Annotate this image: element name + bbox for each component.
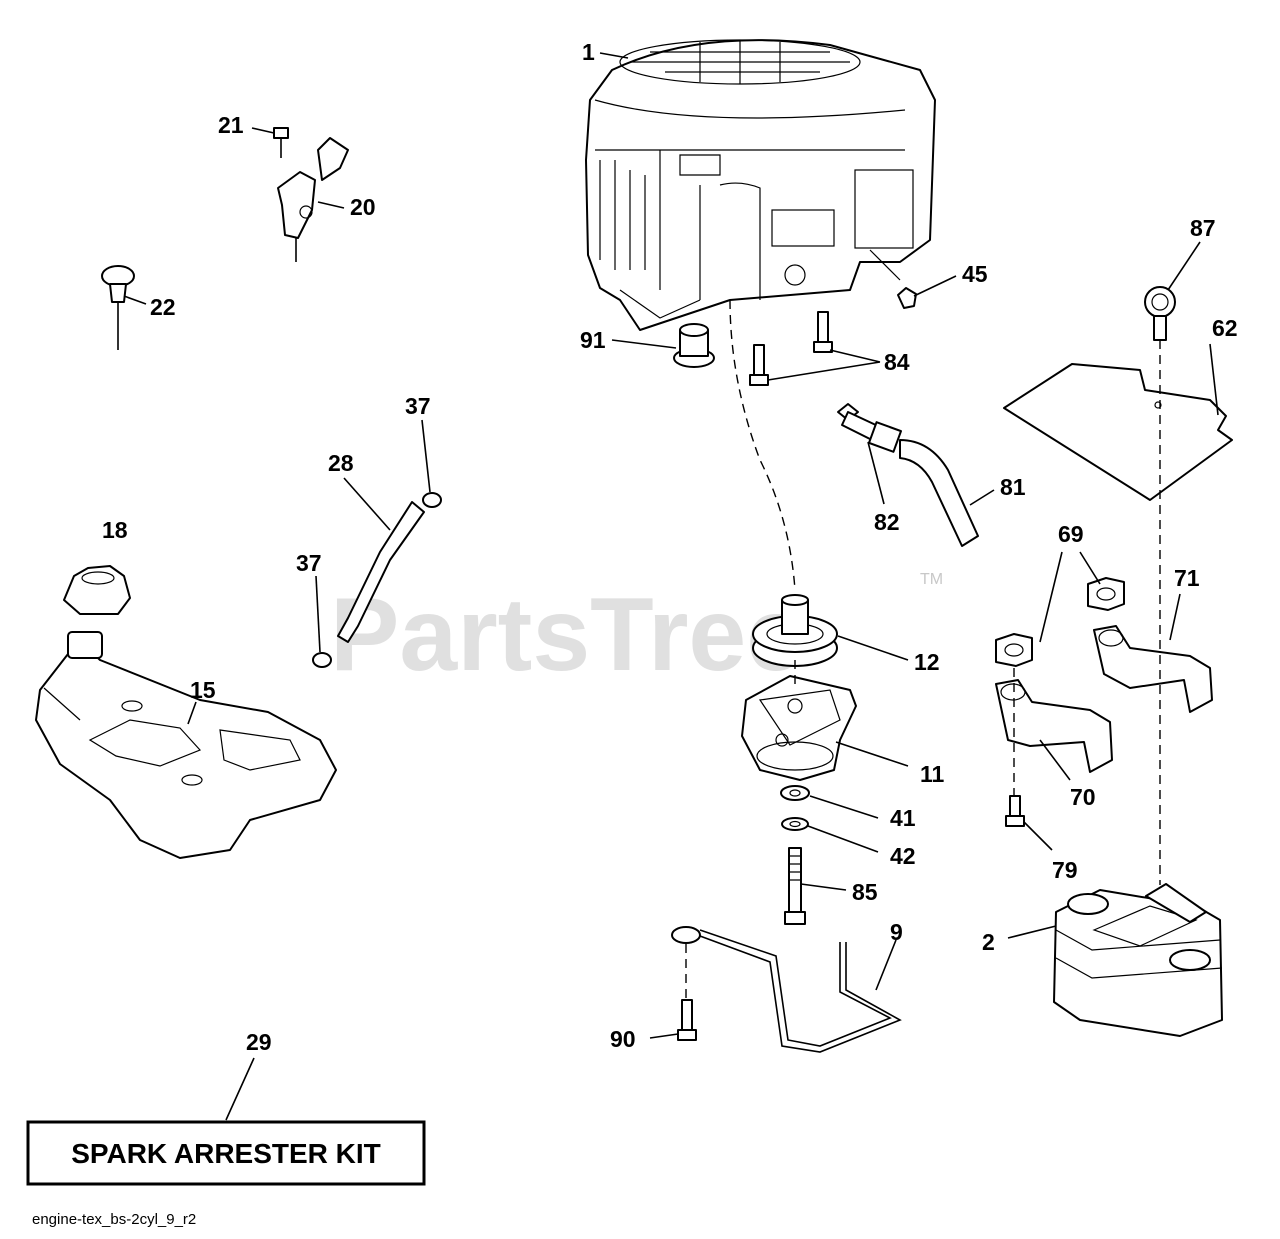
- callout-69: 69: [1058, 521, 1084, 547]
- engine-part-1[interactable]: [585, 39, 936, 331]
- throttle-control-part-20[interactable]: [277, 137, 349, 262]
- callout-12: 12: [914, 649, 940, 675]
- callout-9: 9: [890, 919, 903, 945]
- callout-79: 79: [1052, 857, 1078, 883]
- callout-71: 71: [1174, 565, 1200, 591]
- spark-arrester-kit-box[interactable]: SPARK ARRESTER KIT: [26, 1120, 426, 1186]
- lock-washer-part-42[interactable]: [781, 817, 809, 831]
- screw-part-87[interactable]: [1144, 286, 1176, 341]
- fuel-line-part-28[interactable]: [337, 501, 425, 643]
- callout-22: 22: [150, 294, 176, 320]
- bushing-part-91[interactable]: [673, 323, 715, 368]
- callout-28: 28: [328, 450, 354, 476]
- pulley-part-12[interactable]: [752, 594, 838, 667]
- heat-shield-part-62[interactable]: [1003, 363, 1233, 501]
- rod-part-9[interactable]: [671, 926, 902, 1053]
- callout-84: 84: [884, 349, 910, 375]
- callout-45: 45: [962, 261, 988, 287]
- leader-lines: [123, 52, 1219, 1121]
- watermark-trademark: TM: [920, 571, 943, 588]
- bolts-part-84[interactable]: [749, 311, 833, 386]
- spark-plug-wire-part-81[interactable]: [899, 439, 979, 547]
- nut-part-45[interactable]: [897, 287, 917, 309]
- muffler-part-2[interactable]: [1053, 883, 1223, 1037]
- gasket-part-69-lower[interactable]: [995, 633, 1033, 667]
- bolt-part-90[interactable]: [677, 999, 697, 1041]
- callout-90: 90: [610, 1026, 636, 1052]
- hose-clamp-part-37-upper[interactable]: [422, 492, 442, 508]
- callout-18: 18: [102, 517, 128, 543]
- exhaust-pipe-part-71[interactable]: [1093, 625, 1213, 713]
- callout-2: 2: [982, 929, 995, 955]
- callout-29: 29: [246, 1029, 272, 1055]
- callout-62: 62: [1212, 315, 1238, 341]
- bolt-part-21[interactable]: [273, 127, 289, 158]
- fuel-tank-part-15[interactable]: [35, 631, 337, 859]
- washer-part-41[interactable]: [780, 785, 810, 801]
- callout-11: 11: [920, 761, 945, 787]
- callout-70: 70: [1070, 784, 1096, 810]
- callout-37-lower: 37: [296, 550, 322, 576]
- exhaust-pipe-part-70[interactable]: [995, 679, 1113, 773]
- watermark-text: PartsTree: [330, 577, 804, 693]
- callout-21: 21: [218, 112, 244, 138]
- fuel-cap-part-18[interactable]: [63, 565, 131, 615]
- gasket-part-69-upper[interactable]: [1087, 577, 1125, 611]
- callout-87: 87: [1190, 215, 1216, 241]
- callout-91: 91: [580, 327, 606, 353]
- bolt-part-85[interactable]: [784, 847, 806, 925]
- hose-clamp-part-37-lower[interactable]: [312, 652, 332, 668]
- spark-plug-part-82[interactable]: [837, 403, 902, 453]
- callout-81: 81: [1000, 474, 1026, 500]
- diagram-id: engine-tex_bs-2cyl_9_r2: [32, 1211, 196, 1228]
- callout-labels: 1 21 20 22 87 45 62 91 84 37 28 82 81 18…: [102, 39, 1238, 1055]
- callout-82: 82: [874, 509, 900, 535]
- callout-15: 15: [190, 677, 216, 703]
- callout-42: 42: [890, 843, 916, 869]
- callout-85: 85: [852, 879, 878, 905]
- callout-20: 20: [350, 194, 376, 220]
- choke-knob-part-22[interactable]: [101, 265, 135, 350]
- watermark: PartsTree TM: [330, 571, 943, 693]
- assembly-lines: [685, 299, 1161, 1000]
- callout-1: 1: [582, 39, 595, 65]
- bolt-part-79[interactable]: [1005, 795, 1025, 827]
- spark-arrester-kit-label: SPARK ARRESTER KIT: [71, 1138, 381, 1169]
- callout-37-upper: 37: [405, 393, 431, 419]
- callout-41: 41: [890, 805, 916, 831]
- pto-clutch-part-11[interactable]: [741, 675, 857, 781]
